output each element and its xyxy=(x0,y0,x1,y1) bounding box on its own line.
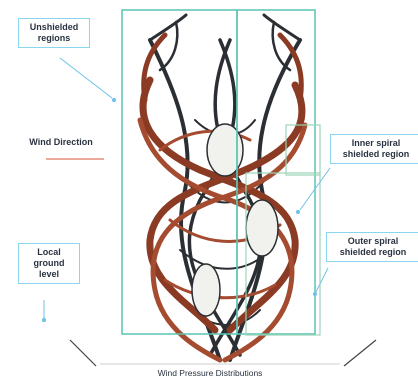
diagram-caption: Wind Pressure Distributions xyxy=(110,368,310,379)
unshielded-regions-label: Unshielded regions xyxy=(18,18,90,48)
tower-structure xyxy=(140,15,305,360)
inner-spiral-label: Inner spiral shielded region xyxy=(330,134,418,164)
outer-spiral-label: Outer spiral shielded region xyxy=(326,232,418,262)
wind-direction-label: Wind Direction xyxy=(16,137,106,148)
local-ground-level-label: Local ground level xyxy=(18,243,80,284)
ground-line xyxy=(70,340,96,366)
ground-line-right xyxy=(344,340,376,366)
